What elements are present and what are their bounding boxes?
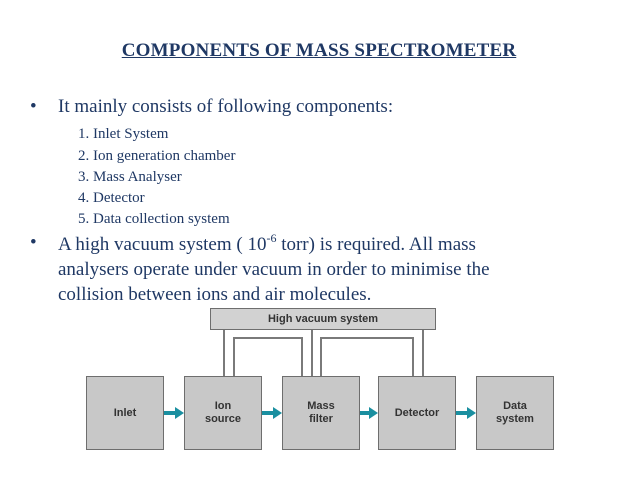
label-line: filter bbox=[309, 413, 333, 425]
label-line: source bbox=[204, 413, 242, 425]
bullet-dot: • bbox=[30, 96, 37, 117]
label-line: Detector bbox=[394, 406, 440, 419]
bullet-text: A high vacuum system ( 10-6 torr) is req… bbox=[58, 232, 618, 307]
list-item: 4. Detector bbox=[78, 190, 145, 206]
flow-arrow-shaft bbox=[164, 411, 176, 415]
vacuum-connector bbox=[412, 337, 414, 376]
label-line: Inlet bbox=[113, 406, 137, 419]
label-line: Data bbox=[503, 400, 527, 412]
bullet-line: analysers operate under vacuum in order … bbox=[58, 259, 490, 280]
label-line: system bbox=[496, 413, 534, 425]
vacuum-label: High vacuum system bbox=[267, 312, 379, 325]
flow-arrow-shaft bbox=[360, 411, 369, 415]
label-line: Mass bbox=[307, 400, 335, 412]
flow-arrow-icon bbox=[273, 407, 282, 419]
flow-arrow-shaft bbox=[262, 411, 274, 415]
flow-arrow-icon bbox=[175, 407, 184, 419]
bullet-text: It mainly consists of following componen… bbox=[58, 96, 394, 117]
vacuum-connector bbox=[233, 337, 303, 339]
bullet-line: A high vacuum system ( 10-6 torr) is req… bbox=[58, 232, 618, 257]
component-inlet: Inlet bbox=[86, 376, 164, 450]
text-segment: A high vacuum system ( 10 bbox=[58, 234, 267, 255]
vacuum-connector bbox=[320, 337, 322, 376]
vacuum-connector bbox=[320, 337, 414, 339]
component-label: Detector bbox=[395, 407, 440, 420]
list-item: 2. Ion generation chamber bbox=[78, 148, 236, 164]
vacuum-connector bbox=[233, 338, 235, 376]
list-item: 1. Inlet System bbox=[78, 126, 169, 142]
vacuum-connector bbox=[301, 337, 303, 376]
list-item: 3. Mass Analyser bbox=[78, 169, 182, 185]
text-segment: torr) is required. All mass bbox=[276, 234, 476, 255]
list-item: 5. Data collection system bbox=[78, 211, 230, 227]
bullet-line: collision between ions and air molecules… bbox=[58, 284, 372, 305]
label-line: Ion bbox=[214, 400, 232, 412]
vacuum-connector bbox=[422, 330, 424, 376]
flow-arrow-icon bbox=[369, 407, 378, 419]
bullet-dot: • bbox=[30, 232, 37, 253]
component-label: Inlet bbox=[114, 407, 137, 420]
component-detector: Detector bbox=[378, 376, 456, 450]
exponent: -6 bbox=[266, 230, 277, 245]
flow-arrow-shaft bbox=[456, 411, 468, 415]
slide-title: COMPONENTS OF MASS SPECTROMETER bbox=[121, 40, 517, 61]
vacuum-connector bbox=[223, 330, 225, 376]
vacuum-connector bbox=[311, 330, 313, 376]
flow-arrow-icon bbox=[467, 407, 476, 419]
vacuum-system-box: High vacuum system bbox=[210, 308, 436, 330]
